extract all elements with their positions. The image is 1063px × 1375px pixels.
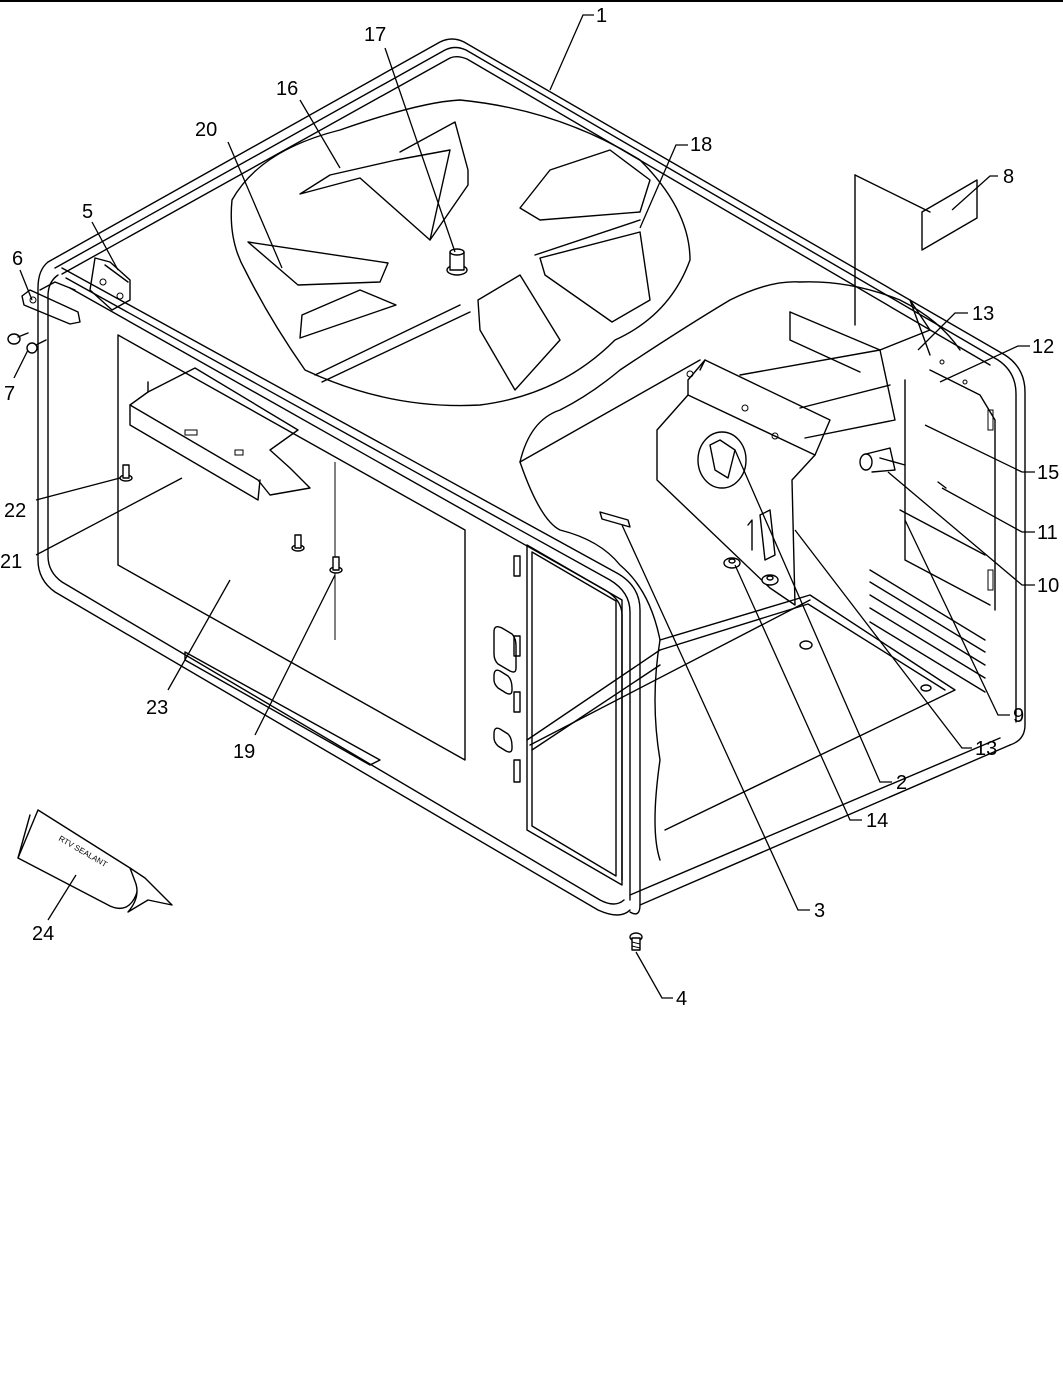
callout-4: 4	[676, 988, 687, 1010]
callout-16: 16	[276, 78, 298, 100]
callout-7: 7	[4, 383, 15, 405]
shield-bracket	[119, 367, 343, 574]
callout-3: 3	[814, 900, 825, 922]
cabinet-cutaway-right	[519, 281, 961, 861]
callout-1: 1	[596, 5, 607, 27]
interior-base-pan	[529, 594, 956, 831]
condenser-fan-assembly	[230, 99, 691, 407]
callout-17: 17	[364, 24, 386, 46]
sealant-tube: RTV SEALANT	[17, 809, 173, 913]
callout-8: 8	[1003, 166, 1014, 188]
callout-12: 12	[1032, 336, 1054, 358]
callout-21: 21	[0, 551, 22, 573]
callout-11: 11	[1037, 522, 1058, 544]
callout-23: 23	[146, 697, 168, 719]
callout-24: 24	[32, 923, 54, 945]
callout-6: 6	[12, 248, 23, 270]
leader-lines	[13, 14, 1035, 999]
compressor-mount-bracket	[656, 359, 831, 606]
callout-9: 9	[1013, 705, 1024, 727]
callout-13-bottom: 13	[975, 738, 997, 760]
thermostat-switch	[859, 447, 947, 489]
front-window-opening	[526, 544, 661, 886]
callout-5: 5	[82, 201, 93, 223]
partition-duct	[739, 174, 996, 693]
hinge-bracket-assembly	[7, 257, 131, 354]
callout-labels: 1 2 3 4 5 6 7 8 9 10 11 12 13 13 14 15 1…	[0, 5, 1059, 1010]
callout-14: 14	[866, 810, 888, 832]
side-screw	[599, 511, 631, 528]
callout-18: 18	[690, 134, 712, 156]
callout-2: 2	[896, 772, 907, 794]
front-panel-recess	[117, 334, 466, 761]
callout-10: 10	[1037, 575, 1059, 597]
callout-15: 15	[1037, 462, 1059, 484]
control-panel-openings	[493, 555, 521, 783]
callout-13-top: 13	[972, 303, 994, 325]
callout-22: 22	[4, 500, 26, 522]
rating-label-part	[921, 179, 978, 251]
callout-19: 19	[233, 741, 255, 763]
callout-20: 20	[195, 119, 217, 141]
bottom-screw	[629, 932, 643, 951]
